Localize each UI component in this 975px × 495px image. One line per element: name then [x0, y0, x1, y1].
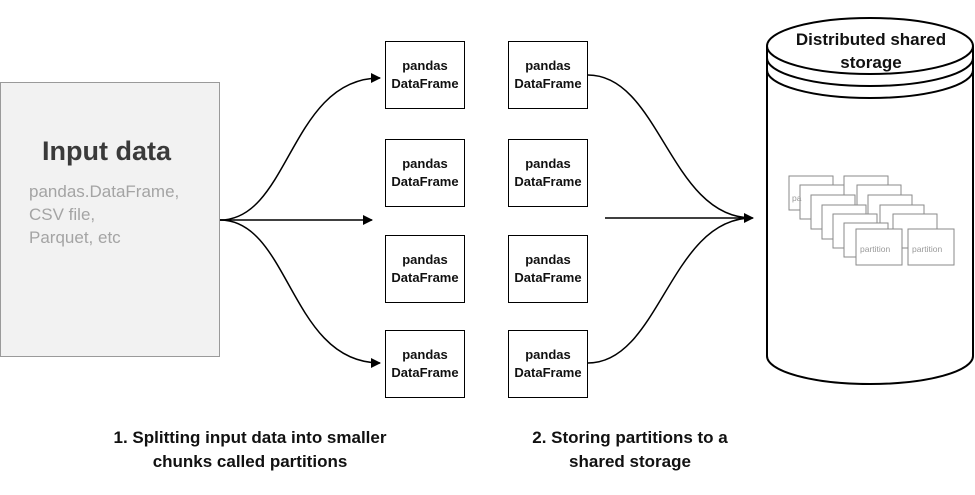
storage-title-line-2: storage: [840, 53, 902, 72]
dataframe-label-2: DataFrame: [514, 270, 582, 285]
dataframe-label-2: DataFrame: [514, 174, 582, 189]
caption-step-1-line-1: 1. Splitting input data into smaller: [113, 428, 387, 447]
dataframe-box: pandas DataFrame: [508, 330, 588, 398]
dataframe-label-1: pandas: [402, 156, 448, 171]
dataframe-label-1: pandas: [402, 58, 448, 73]
dataframe-label-2: DataFrame: [391, 174, 459, 189]
storage-title-line-1: Distributed shared: [795, 30, 947, 49]
dataframe-label-2: DataFrame: [391, 76, 459, 91]
partition-stack: pa partition partition: [788, 175, 955, 266]
caption-step-1: 1. Splitting input data into smaller chu…: [50, 426, 450, 474]
input-type-line: CSV file,: [29, 205, 96, 224]
split-arrow-3: [219, 219, 381, 368]
input-type-line: Parquet, etc: [29, 228, 121, 247]
dataframe-box: pandas DataFrame: [508, 235, 588, 303]
input-data-title: Input data: [42, 136, 171, 166]
caption-step-1-line-2: chunks called partitions: [152, 452, 348, 471]
dataframe-label-2: DataFrame: [514, 76, 582, 91]
dataframe-box: pandas DataFrame: [385, 235, 465, 303]
partition-label-1: partition: [860, 244, 891, 254]
dataframe-label-2: DataFrame: [391, 270, 459, 285]
input-data-types: pandas.DataFrame, CSV file, Parquet, etc: [29, 180, 179, 249]
dataframe-label-1: pandas: [402, 347, 448, 362]
dataframe-label-2: DataFrame: [514, 365, 582, 380]
store-curve-1: [587, 74, 753, 219]
dataframe-label-1: pandas: [525, 252, 571, 267]
input-data-box: [0, 82, 220, 357]
caption-step-2-line-1: 2. Storing partitions to a: [532, 428, 728, 447]
partition-label-2: partition: [912, 244, 943, 254]
input-type-line: pandas.DataFrame,: [29, 182, 180, 201]
store-curve-2: [587, 217, 753, 364]
dataframe-box: pandas DataFrame: [508, 41, 588, 109]
dataframe-box: pandas DataFrame: [385, 139, 465, 207]
dataframe-label-1: pandas: [525, 58, 571, 73]
dataframe-label-1: pandas: [525, 156, 571, 171]
split-arrow-1: [219, 73, 381, 221]
dataframe-box: pandas DataFrame: [508, 139, 588, 207]
dataframe-label-1: pandas: [402, 252, 448, 267]
dataframe-label-2: DataFrame: [391, 365, 459, 380]
partition-label-back: pa: [792, 193, 802, 203]
storage-title: Distributed shared storage: [770, 28, 972, 74]
dataframe-label-1: pandas: [525, 347, 571, 362]
caption-step-2-line-2: shared storage: [569, 452, 691, 471]
dataframe-box: pandas DataFrame: [385, 330, 465, 398]
dataframe-box: pandas DataFrame: [385, 41, 465, 109]
caption-step-2: 2. Storing partitions to a shared storag…: [500, 426, 760, 474]
